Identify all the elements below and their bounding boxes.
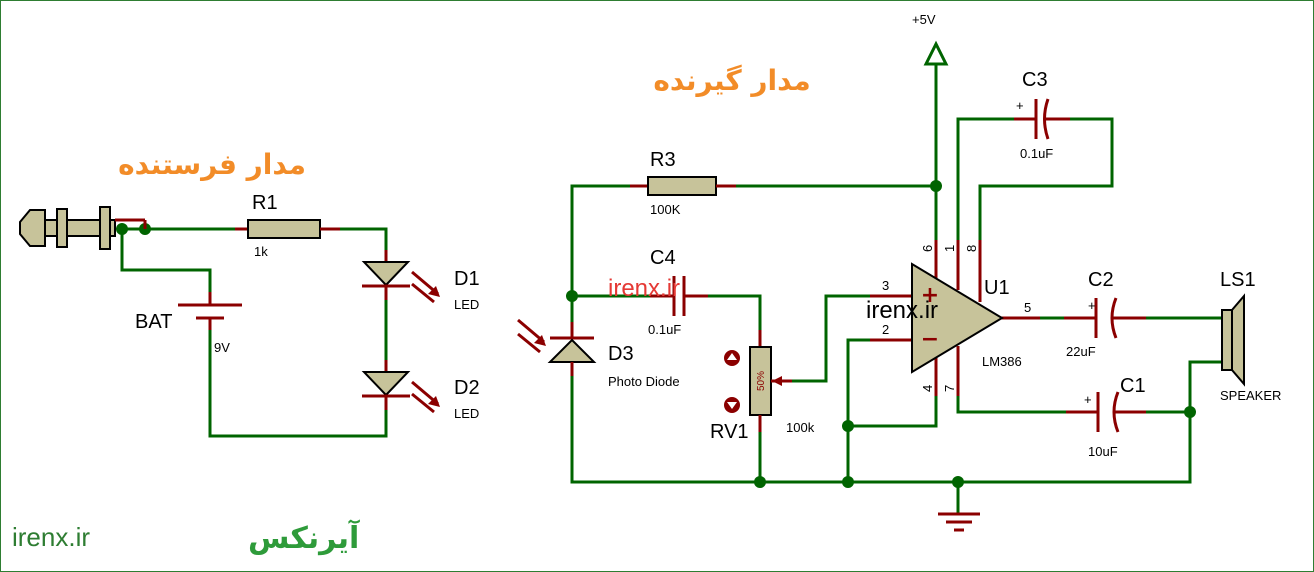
bat-value: 9V	[214, 340, 230, 355]
u1-minus-input: −	[921, 327, 939, 352]
ls1-value: SPEAKER	[1220, 388, 1281, 403]
opamp-u1: + −	[870, 240, 1040, 396]
svg-text:3: 3	[882, 278, 889, 293]
r1-value: 1k	[254, 244, 268, 259]
c4-ref: C4	[650, 247, 676, 269]
svg-text:1: 1	[942, 245, 957, 252]
speaker-ls1	[1221, 293, 1245, 387]
c4-value: 0.1uF	[648, 322, 681, 337]
u1-value: LM386	[982, 354, 1022, 369]
rv1-value: 100k	[786, 420, 815, 435]
transmitter-wires	[118, 227, 388, 438]
rv1-increase-button[interactable]	[724, 350, 740, 366]
potentiometer-rv1: 50%	[749, 330, 792, 432]
c1-polarity: +	[1084, 392, 1092, 407]
d2-value: LED	[454, 406, 479, 421]
c1-value: 10uF	[1088, 444, 1118, 459]
led-d1	[361, 250, 440, 304]
watermark-red: irenx.ir	[608, 275, 680, 302]
c1-ref: C1	[1120, 375, 1146, 397]
d1-value: LED	[454, 297, 479, 312]
r3-ref: R3	[650, 149, 676, 171]
audio-jack-connector	[19, 206, 147, 250]
receiver-title: مدار گیرنده	[653, 64, 810, 97]
u1-pin-numbers: 3 2 6 1 8 4 7 5	[882, 245, 1031, 392]
transmitter-title: مدار فرستنده	[118, 148, 306, 181]
c2-ref: C2	[1088, 269, 1114, 291]
junction-dots	[566, 180, 1196, 488]
capacitor-c4	[650, 276, 708, 316]
bat-ref: BAT	[135, 311, 172, 333]
rv1-decrease-button[interactable]	[724, 397, 740, 413]
footer-brand-latin[interactable]: irenx.ir	[12, 522, 90, 552]
c3-polarity: +	[1016, 98, 1024, 113]
r3-value: 100K	[650, 202, 681, 217]
c2-value: 22uF	[1066, 344, 1096, 359]
capacitor-c2: +	[1064, 297, 1146, 339]
capacitor-c3: +	[1014, 98, 1070, 140]
u1-plus-input: +	[921, 283, 939, 308]
capacitor-c1: +	[1066, 391, 1146, 433]
power-terminal-vcc	[923, 40, 949, 66]
svg-text:5: 5	[1024, 300, 1031, 315]
led-d2	[361, 360, 440, 414]
c2-polarity: +	[1088, 298, 1096, 313]
resistor-r3	[630, 176, 736, 196]
svg-text:2: 2	[882, 322, 889, 337]
battery-bat	[178, 292, 242, 330]
svg-text:7: 7	[942, 385, 957, 392]
ground-symbol	[938, 512, 980, 532]
vcc-label: +5V	[912, 12, 936, 27]
c3-ref: C3	[1022, 69, 1048, 91]
u1-ref: U1	[984, 277, 1010, 299]
c3-value: 0.1uF	[1020, 146, 1053, 161]
d2-ref: D2	[454, 377, 480, 399]
rv1-wiper-label: 50%	[756, 371, 767, 391]
r1-ref: R1	[252, 192, 278, 214]
ls1-ref: LS1	[1220, 269, 1256, 291]
photodiode-d3	[517, 318, 597, 376]
rv1-ref: RV1	[710, 421, 749, 443]
d3-ref: D3	[608, 343, 634, 365]
junction-dot	[116, 223, 128, 235]
watermark-black: irenx.ir	[866, 297, 938, 324]
svg-text:8: 8	[964, 245, 979, 252]
svg-text:4: 4	[920, 385, 935, 392]
d1-ref: D1	[454, 268, 480, 290]
d3-value: Photo Diode	[608, 374, 680, 389]
resistor-r1	[235, 219, 340, 239]
footer-brand-persian: آیرنکس	[248, 519, 360, 556]
svg-text:6: 6	[920, 245, 935, 252]
